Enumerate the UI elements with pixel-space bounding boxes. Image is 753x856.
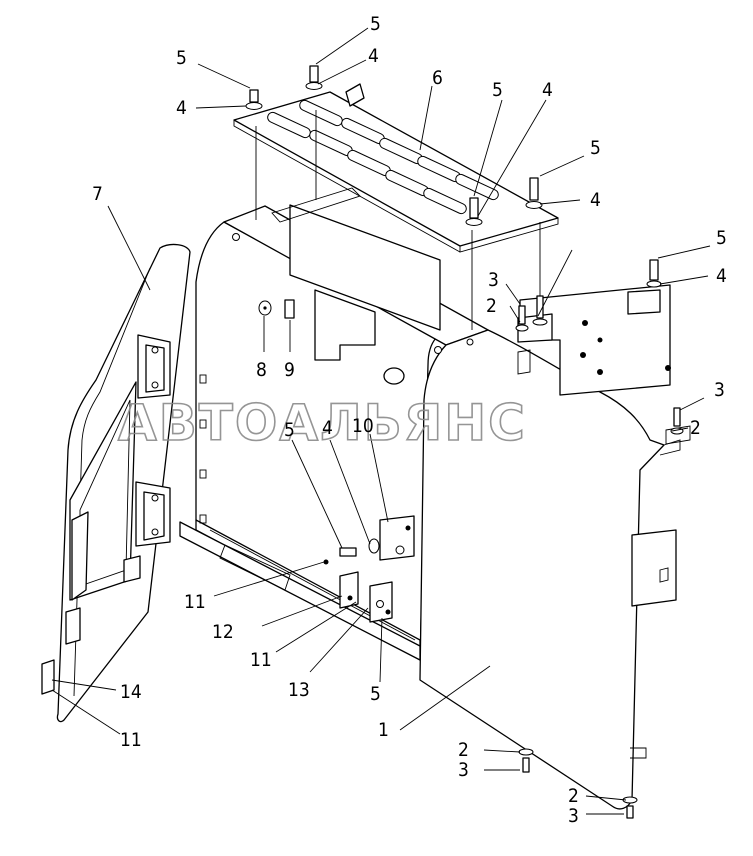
callout-2: 2 [690,417,701,439]
callout-2: 2 [486,295,497,317]
callout-5: 5 [590,137,601,159]
callout-4: 4 [590,189,601,211]
callout-5: 5 [716,227,727,249]
callout-11: 11 [120,729,142,751]
bracket-part-10 [379,515,415,561]
housing-part-1 [179,187,681,810]
callout-2: 2 [568,785,579,807]
bracket-part-12 [339,571,359,609]
callout-9: 9 [284,359,295,381]
callout-4: 4 [716,265,727,287]
callout-3: 3 [488,269,499,291]
callout-3: 3 [714,379,725,401]
callout-5: 5 [492,79,503,101]
callout-4: 4 [322,417,333,439]
callout-10: 10 [352,415,374,437]
side-door-part-7 [41,243,191,723]
callout-5: 5 [176,47,187,69]
leader-lines [51,27,711,815]
fasteners [245,65,684,819]
callout-11: 11 [250,649,272,671]
callout-3: 3 [568,805,579,827]
callout-6: 6 [432,67,443,89]
bracket-part-13 [369,581,393,623]
callout-8: 8 [256,359,267,381]
callout-5: 5 [370,683,381,705]
callout-13: 13 [288,679,310,701]
callout-7: 7 [92,183,103,205]
callout-5: 5 [370,13,381,35]
callout-12: 12 [212,621,234,643]
callout-2: 2 [458,739,469,761]
callout-4: 4 [368,45,379,67]
callout-1: 1 [378,719,389,741]
callout-4: 4 [542,79,553,101]
callout-14: 14 [120,681,142,703]
callout-labels: 1 2 2 2 2 3 3 3 3 4 4 4 4 4 4 5 5 5 5 5 … [92,13,727,827]
callout-11: 11 [184,591,206,613]
watermark-text: АВТОАЛЬЯНС [118,394,527,452]
callout-3: 3 [458,759,469,781]
callout-5: 5 [284,419,295,441]
callout-4: 4 [176,97,187,119]
